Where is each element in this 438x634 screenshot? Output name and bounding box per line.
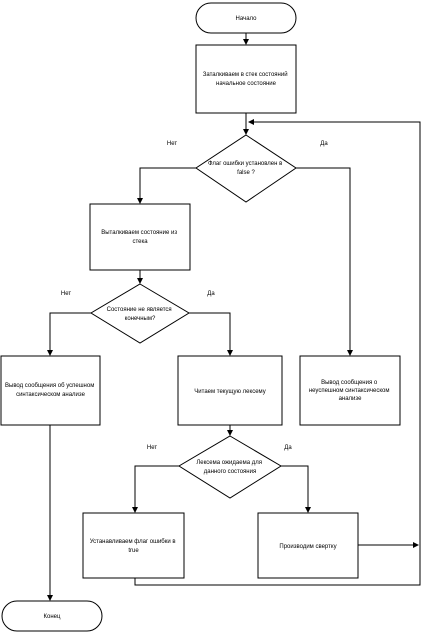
reduce-text: Производим свертку — [279, 544, 336, 550]
start-terminator: Начало — [195, 2, 297, 34]
token-expected-no-label: Нет — [147, 445, 157, 451]
token-expected-yes-label: Да — [284, 445, 292, 451]
error-flag-decision: Флаг ошибки установлен в false ? — [195, 134, 297, 203]
not-final-yes-label: Да — [207, 291, 215, 297]
push-initial-state-text: Заталкиваем в стек состояний начальное с… — [203, 71, 289, 87]
error-flag-no-label: Нет — [167, 141, 177, 147]
end-label: Конец — [44, 614, 61, 620]
token-expected-decision-text: Лексема ожидаема для данного состояния — [196, 460, 263, 475]
read-token-text: Читаем текущую лексему — [194, 389, 265, 395]
not-final-no-label: Нет — [61, 291, 71, 297]
failure-message-text: Вывод сообщения о неуспешном синтаксичес… — [309, 380, 391, 402]
end-terminator: Конец — [1, 600, 103, 632]
edge-loop-back — [134, 119, 421, 586]
edge-token-no — [132, 465, 179, 513]
error-flag-yes-label: Да — [320, 141, 328, 147]
set-error-flag-text: Устанавливаем флаг ошибки в true — [90, 539, 178, 554]
token-expected-decision: Лексема ожидаема для данного состояния — [178, 435, 282, 499]
edge-error-no — [137, 167, 196, 204]
pop-state-box: Выталкиваем состояние из стека — [89, 203, 191, 271]
not-final-decision: Состояние не является конечным? — [90, 283, 190, 344]
not-final-decision-text: Состояние не является конечным? — [107, 307, 174, 322]
start-label: Начало — [236, 16, 258, 22]
reduce-box: Производим свертку — [257, 512, 359, 579]
edge-token-yes — [281, 465, 311, 513]
read-token-box: Читаем текущую лексему — [177, 355, 283, 426]
pop-state-text: Выталкиваем состояние из стека — [101, 230, 179, 245]
error-flag-decision-text: Флаг ошибки установлен в false ? — [208, 161, 284, 176]
push-initial-state-box: Заталкиваем в стек состояний начальное с… — [195, 44, 297, 114]
edge-final-no — [47, 312, 91, 356]
edge-error-yes — [296, 167, 353, 356]
failure-message-box: Вывод сообщения о неуспешном синтаксичес… — [299, 355, 401, 426]
connectors — [47, 33, 421, 601]
success-message-box: Вывод сообщения об успешном синтаксическ… — [0, 355, 101, 426]
set-error-flag-box: Устанавливаем флаг ошибки в true — [82, 512, 185, 579]
edge-final-yes — [189, 312, 233, 356]
success-message-text: Вывод сообщения об успешном синтаксическ… — [5, 383, 96, 398]
